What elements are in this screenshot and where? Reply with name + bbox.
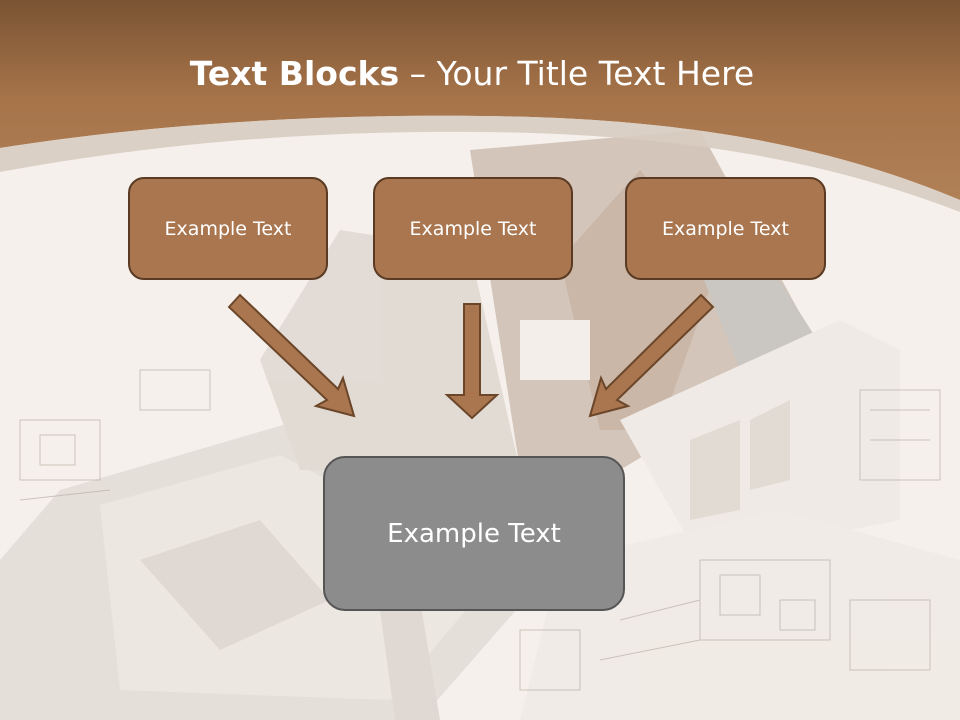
blueprint-lines <box>19 369 941 691</box>
header-band <box>0 0 960 200</box>
arrow-right <box>588 293 715 418</box>
main-text-block: Example Text <box>323 456 625 611</box>
title-bold: Text Blocks <box>189 54 400 93</box>
header-swoosh <box>0 115 960 212</box>
title-separator: – <box>399 54 437 93</box>
text-block-3-label: Example Text <box>662 217 789 240</box>
arrow-center <box>444 303 500 420</box>
arrow-left <box>227 293 356 418</box>
main-text-block-label: Example Text <box>387 518 561 549</box>
slide-title: Text Blocks – Your Title Text Here <box>0 54 944 93</box>
text-block-1: Example Text <box>128 177 328 280</box>
text-block-1-label: Example Text <box>164 217 292 240</box>
text-block-2-label: Example Text <box>409 217 537 240</box>
text-block-3: Example Text <box>625 177 826 280</box>
text-block-2: Example Text <box>373 177 573 280</box>
title-rest: Your Title Text Here <box>436 54 755 93</box>
